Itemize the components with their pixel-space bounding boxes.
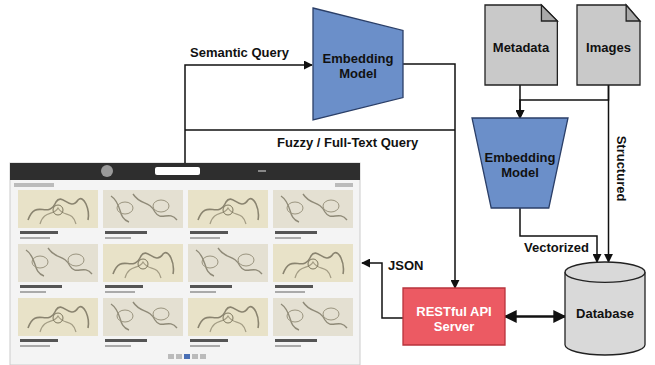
gallery-thumbnail [18, 244, 98, 293]
api-server-box: RESTful API Server [403, 288, 505, 345]
node-label: Database [576, 306, 634, 321]
node-label: Embedding Model [321, 51, 395, 81]
node-label: Images [586, 40, 631, 55]
database-cylinder: Database [565, 262, 645, 355]
gallery-thumbnail [18, 190, 98, 239]
query-label: JSON [387, 258, 424, 273]
gallery-thumbnail [103, 190, 183, 239]
gallery-thumbnail [18, 298, 98, 347]
gallery-thumbnail [188, 244, 268, 293]
gallery-thumbnail [273, 244, 353, 293]
gallery-thumbnail [103, 244, 183, 293]
node-label: Metadata [493, 40, 549, 55]
gallery-thumbnail [273, 298, 353, 347]
edge-label: Vectorized [523, 240, 590, 255]
gallery-thumbnail [188, 190, 268, 239]
data-document: Images [577, 5, 640, 85]
embedding-model: Embedding Model [472, 118, 568, 208]
connector-arrow [608, 85, 610, 262]
gallery-thumbnail [273, 190, 353, 239]
data-document: Metadata [485, 5, 557, 85]
gallery-thumbnail [103, 298, 183, 347]
connector-arrow [520, 208, 597, 262]
query-label: Semantic Query [189, 45, 290, 60]
gallery-thumbnail [188, 298, 268, 347]
connector-arrow [520, 85, 609, 118]
fulltext-query-wire [185, 129, 455, 131]
node-label: RESTful API Server [411, 304, 497, 334]
node-label: Embedding Model [480, 150, 560, 180]
edge-label: Structured [614, 134, 629, 202]
connector-arrow [505, 315, 565, 318]
query-label: Fuzzy / Full-Text Query [276, 135, 419, 150]
embedding-model: Embedding Model [313, 8, 403, 120]
connector-arrow [403, 64, 455, 288]
